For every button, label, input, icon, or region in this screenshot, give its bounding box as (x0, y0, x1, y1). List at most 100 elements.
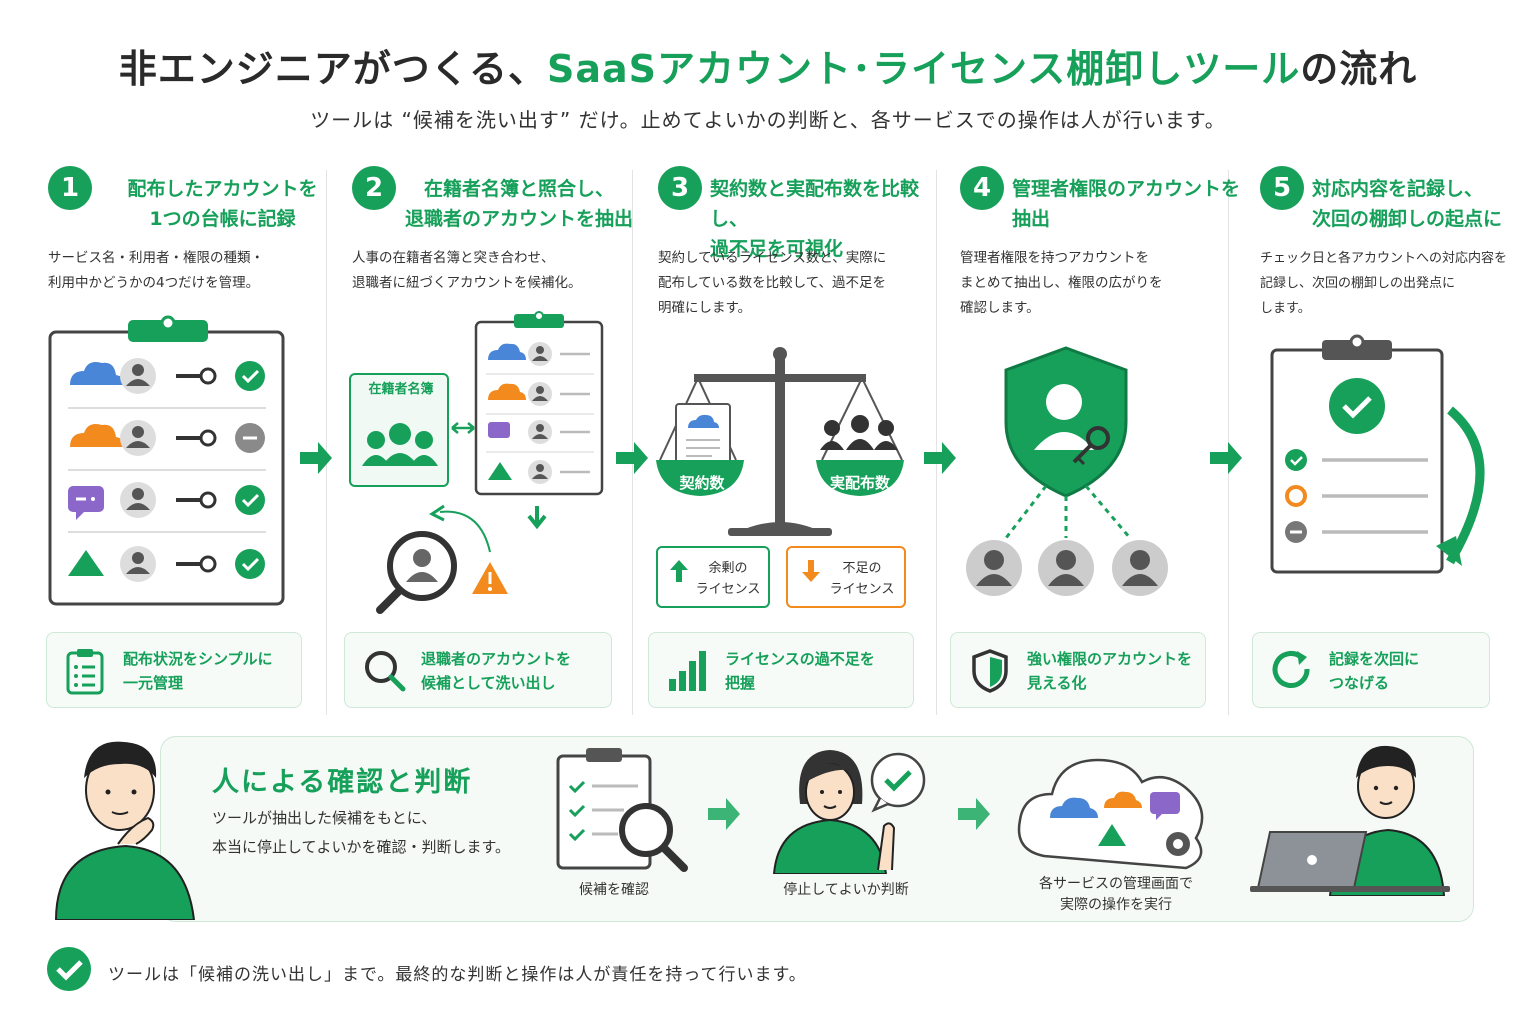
summary-line: 候補として洗い出し (421, 674, 556, 692)
shortage-line: 不足の (842, 561, 882, 576)
step-5-header: 5 対応内容を記録し、 次回の棚卸しの起点に (1260, 166, 1536, 236)
step-desc: サービス名・利用者・権限の種類・ 利用中かどうかの4つだけを管理。 (48, 246, 338, 296)
step-5-summary: 記録を次回に つなげる (1252, 632, 1490, 708)
step-desc-line: 管理者権限を持つアカウントを (960, 250, 1149, 266)
arrow-down-icon (802, 560, 820, 582)
step-desc-line: サービス名・利用者・権限の種類・ (48, 250, 264, 266)
title-accent: SaaSアカウント･ライセンス棚卸しツール (546, 47, 1301, 91)
step-desc: 管理者権限を持つアカウントを まとめて抽出し、権限の広がりを 確認します。 (960, 246, 1250, 321)
left-pan-label: 契約数 (679, 474, 725, 492)
step-title-line: 1つの台帳に記録 (149, 208, 296, 230)
footer-note: ツールは「候補の洗い出し」まで。最終的な判断と操作は人が責任を持って行います。 (46, 946, 946, 994)
step-number: 2 (352, 166, 396, 210)
check-circle-icon (47, 947, 91, 991)
balance-scale-illustration (656, 347, 904, 536)
step-4-summary: 強い権限のアカウントを 見える化 (950, 632, 1206, 708)
step-2-header: 2 在籍者名簿と照合し、 退職者のアカウントを抽出 (352, 166, 642, 236)
human-step-operate-line: 実際の操作を実行 (1060, 897, 1172, 913)
step-desc-line: 確認します。 (960, 300, 1040, 316)
surplus-badge: 余剰の ライセンス (656, 546, 770, 608)
human-step-operate-line: 各サービスの管理画面で (1039, 876, 1193, 892)
summary-text: 記録を次回に つなげる (1329, 647, 1479, 695)
human-desc-line: 本当に停止してよいかを確認・判断します。 (212, 838, 511, 856)
shield-icon (972, 649, 1008, 693)
roster-matching-illustration (349, 311, 604, 614)
ledger-clipboard-illustration (48, 315, 285, 606)
step-number: 3 (658, 166, 702, 210)
refresh-icon (1272, 651, 1310, 688)
summary-text: 強い権限のアカウントを 見える化 (1027, 647, 1207, 695)
judging-person-illustration (772, 750, 926, 874)
record-clipboard-illustration (1270, 334, 1485, 574)
roster-label: 在籍者名簿 (368, 382, 434, 397)
step-desc-line: 明確にします。 (658, 300, 752, 316)
step-title-line: 次回の棚卸しの起点に (1312, 208, 1503, 230)
step-number: 4 (960, 166, 1004, 210)
step-1: 1 配布したアカウントを 1つの台帳に記録 サービス名・利用者・権限の種類・ 利… (40, 160, 340, 720)
step-number: 1 (48, 166, 92, 210)
flow-arrow-icon (924, 442, 956, 474)
flow-arrow-icon (958, 798, 990, 830)
summary-line: ライセンスの過不足を (725, 650, 875, 668)
flow-arrow-icon (300, 442, 332, 474)
admin-shield-illustration (966, 346, 1168, 596)
step-2-summary: 退職者のアカウントを 候補として洗い出し (344, 632, 612, 708)
flow-arrow-icon (1210, 442, 1242, 474)
step-title-line: 管理者権限のアカウントを (1012, 178, 1241, 200)
human-step-operate: 各サービスの管理画面で 実際の操作を実行 (1006, 874, 1226, 916)
ledger-row (70, 358, 265, 394)
title-prefix: 非エンジニアがつくる、 (118, 47, 547, 91)
step-number: 5 (1260, 166, 1304, 210)
step-title-line: 対応内容を記録し、 (1312, 178, 1484, 200)
shortage-line: ライセンス (829, 582, 895, 597)
summary-text: ライセンスの過不足を 把握 (725, 647, 905, 695)
step-desc-line: 人事の在籍者名簿と突き合わせ、 (352, 250, 555, 266)
search-icon (365, 651, 406, 692)
summary-line: 配布状況をシンプルに (123, 650, 273, 668)
surplus-text: 余剰の ライセンス (688, 558, 768, 600)
human-check-title: 人による確認と判断 (212, 767, 473, 798)
human-check-section: 人による確認と判断 ツールが抽出した候補をもとに、 本当に停止してよいかを確認・… (40, 734, 1476, 924)
step-desc: 契約しているライセンス数と、実際に 配布している数を比較して、過不足を 明確にし… (658, 246, 948, 321)
step-desc-line: 利用中かどうかの4つだけを管理。 (48, 275, 260, 291)
summary-line: 記録を次回に (1329, 650, 1420, 668)
step-desc-line: まとめて抽出し、権限の広がりを (960, 275, 1163, 291)
summary-line: つなげる (1329, 674, 1390, 692)
summary-text: 退職者のアカウントを 候補として洗い出し (421, 647, 601, 695)
step-separator (936, 170, 937, 715)
human-step-check: 候補を確認 (579, 882, 649, 898)
ledger-row (68, 482, 265, 520)
right-pan-label: 実配布数 (829, 474, 890, 492)
summary-line: 強い権限のアカウントを (1027, 650, 1193, 668)
title-suffix: の流れ (1300, 47, 1418, 91)
flow-arrow-icon (616, 442, 648, 474)
checklist-magnifier-illustration (556, 748, 688, 872)
step-desc-line: 退職者に紐づくアカウントを候補化。 (352, 275, 582, 291)
bar-chart-icon (669, 651, 706, 691)
shortage-badge: 不足の ライセンス (786, 546, 906, 608)
step-desc-line: 記録し、次回の棚卸しの出発点に (1260, 276, 1456, 291)
ledger-row (70, 420, 265, 456)
human-desc-line: ツールが抽出した候補をもとに、 (212, 809, 437, 827)
step-title-line: 退職者のアカウントを抽出 (404, 208, 633, 230)
step-title: 在籍者名簿と照合し、 退職者のアカウントを抽出 (404, 174, 634, 234)
step-separator (326, 170, 327, 715)
footer-text: ツールは「候補の洗い出し」まで。最終的な判断と操作は人が責任を持って行います。 (108, 965, 807, 985)
arrow-up-icon (670, 560, 688, 582)
step-desc-line: します。 (1260, 301, 1311, 316)
step-4-header: 4 管理者権限のアカウントを 抽出 (960, 166, 1250, 236)
step-title-line: 抽出 (1012, 208, 1051, 230)
step-desc: チェック日と各アカウントへの対応内容を 記録し、次回の棚卸しの出発点に します。 (1260, 246, 1530, 321)
step-3: 3 契約数と実配布数を比較し、 過不足を可視化 契約しているライセンス数と、実際… (648, 160, 950, 720)
clipboard-list-icon (66, 649, 104, 695)
step-title: 契約数と実配布数を比較し、 過不足を可視化 (710, 174, 942, 264)
step-4: 4 管理者権限のアカウントを 抽出 管理者権限を持つアカウントを まとめて抽出し… (950, 160, 1252, 720)
laptop-person-illustration (1250, 745, 1450, 896)
step-1-header: 1 配布したアカウントを 1つの台帳に記録 (48, 166, 338, 236)
step-3-header: 3 契約数と実配布数を比較し、 過不足を可視化 (658, 166, 948, 260)
surplus-line: 余剰の (708, 561, 748, 576)
step-title: 配布したアカウントを 1つの台帳に記録 (100, 174, 345, 234)
summary-line: 把握 (725, 674, 756, 692)
page-title: 非エンジニアがつくる、SaaSアカウント･ライセンス棚卸しツールの流れ (0, 38, 1536, 93)
summary-line: 一元管理 (123, 674, 184, 692)
